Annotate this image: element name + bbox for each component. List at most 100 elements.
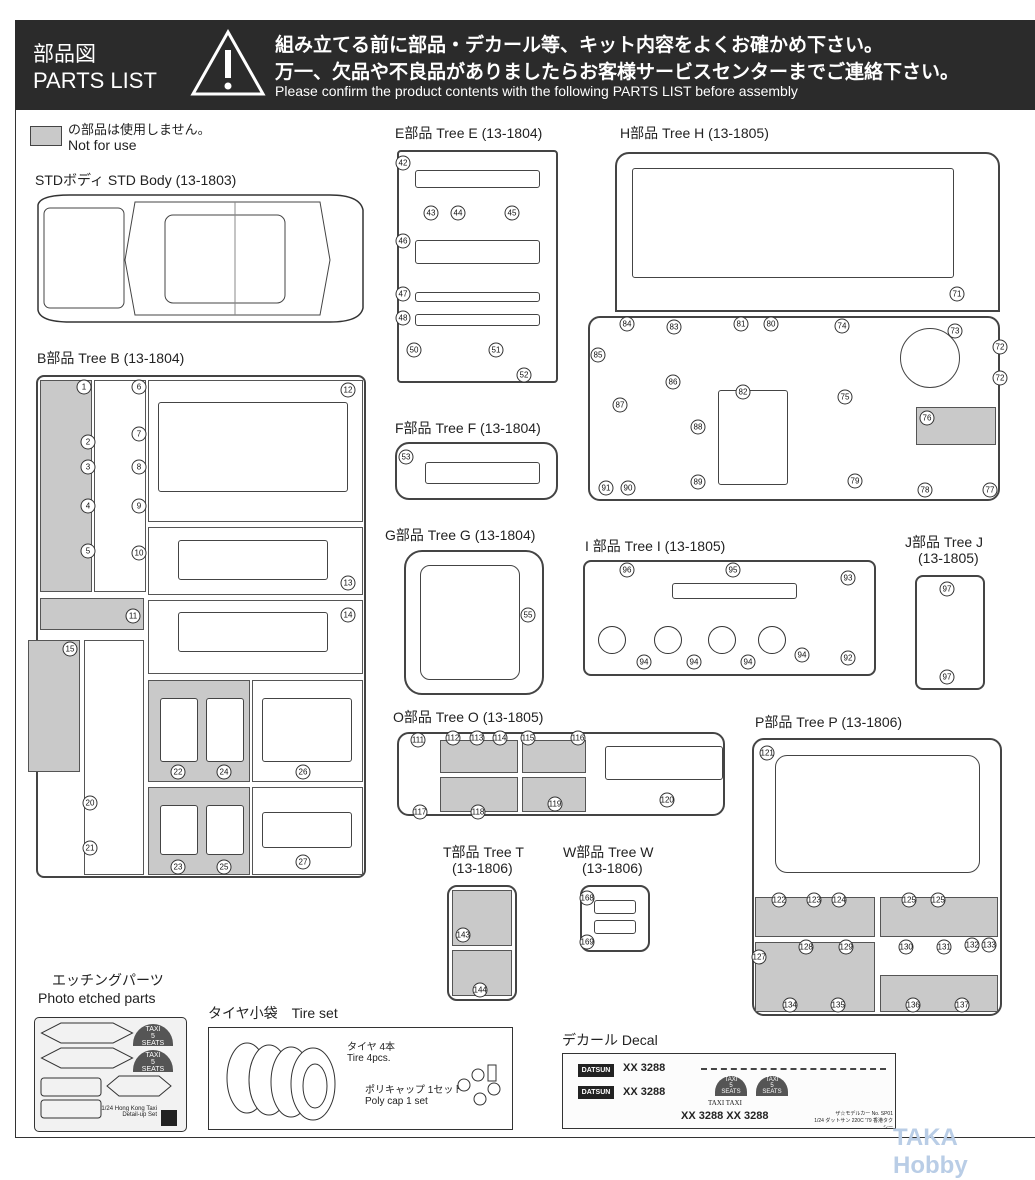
tire-jp: タイヤ 4本 [347, 1042, 396, 1053]
tree-b-cell [84, 640, 144, 875]
tree-j-title: J部品 Tree J [905, 534, 984, 550]
warning-jp-2: 万一、欠品や不良品がありましたらお客様サービスセンターまでご連絡下さい。 [275, 62, 960, 83]
title-en: PARTS LIST [33, 68, 157, 93]
watermark: TAKA Hobby [893, 1124, 968, 1179]
tree-o-unused-area [440, 777, 518, 812]
part-seat [160, 698, 198, 762]
part-number: 96 [619, 562, 635, 578]
etched-title-jp: エッチングパーツ [52, 972, 164, 988]
part-rear-seat [262, 698, 352, 762]
decal-stripes [701, 1068, 886, 1070]
tree-e-title: E部品 Tree E (13-1804) [395, 125, 543, 141]
part-number: 113 [469, 730, 485, 746]
part-number: 127 [751, 949, 767, 965]
part-number: 133 [981, 937, 997, 953]
part-bumper [415, 292, 540, 302]
part-number: 45 [504, 205, 520, 221]
part-number: 23 [170, 859, 186, 875]
part-number: 131 [936, 939, 952, 955]
tree-i-title: I 部品 Tree I (13-1805) [585, 538, 726, 554]
not-for-use-swatch [30, 126, 62, 146]
part-number: 132 [964, 937, 980, 953]
part-suspension [718, 390, 788, 485]
decal-title: デカール Decal [562, 1032, 658, 1048]
part-number: 86 [665, 374, 681, 390]
warning-jp-1: 組み立てる前に部品・デカール等、キット内容をよくお確かめ下さい。 [275, 35, 884, 56]
page-frame [15, 20, 1035, 1138]
part-number: 128 [798, 939, 814, 955]
etched-title-en: Photo etched parts [38, 990, 156, 1006]
part-number: 46 [395, 233, 411, 249]
tree-p-unused-area [880, 975, 998, 1012]
tree-t-code: (13-1806) [452, 860, 513, 876]
part-number: 22 [170, 764, 186, 780]
part-number: 5 [80, 543, 96, 559]
tree-f-title: F部品 Tree F (13-1804) [395, 420, 541, 436]
part-number: 76 [919, 410, 935, 426]
part-number: 12 [340, 382, 356, 398]
part-number: 42 [395, 155, 411, 171]
tree-b-title: B部品 Tree B (13-1804) [37, 350, 185, 366]
part-number: 21 [82, 840, 98, 856]
part-number: 25 [216, 859, 232, 875]
decal-datsun-logo: DATSUN [578, 1064, 614, 1077]
badge-top: TAXI [724, 1077, 738, 1083]
part-grille [415, 240, 540, 264]
part-wheel [598, 626, 626, 654]
part-number: 94 [740, 654, 756, 670]
decal-maker-2: 1/24 ダットサン 220C '79 香港タクシー [814, 1118, 893, 1131]
part-rear-shelf [262, 812, 352, 848]
part-windows [775, 755, 980, 873]
part-number: 27 [295, 854, 311, 870]
badge-top: TAXI [765, 1077, 779, 1083]
legend-en: Not for use [68, 137, 137, 153]
tree-g-title: G部品 Tree G (13-1804) [385, 527, 536, 543]
part-number: 121 [759, 745, 775, 761]
tree-t-title: T部品 Tree T [443, 844, 524, 860]
part-dashboard [605, 746, 723, 780]
part-number: 75 [837, 389, 853, 405]
part-number: 11 [125, 608, 141, 624]
tree-p-unused-area [755, 942, 875, 1012]
decal-datsun-logo: DATSUN [578, 1086, 614, 1099]
part-number: 144 [472, 982, 488, 998]
part-number: 85 [590, 347, 606, 363]
part-number: 89 [690, 474, 706, 490]
part-number: 77 [982, 482, 998, 498]
part-number: 88 [690, 419, 706, 435]
decal-taxi-text: TAXI TAXI [708, 1099, 742, 1107]
part-number: 168 [579, 890, 595, 906]
badge-top: TAXI [145, 1026, 161, 1033]
tree-o-unused-area [522, 740, 586, 773]
part-number: 84 [619, 316, 635, 332]
badge-bottom: SEATS [762, 1089, 782, 1095]
badge-bottom: SEATS [721, 1089, 741, 1095]
part-number: 52 [516, 367, 532, 383]
tree-i-frame [583, 560, 876, 676]
part-number: 6 [131, 379, 147, 395]
badge-bottom: SEATS [141, 1066, 165, 1073]
part-number: 93 [840, 570, 856, 586]
decal-plate: XX 3288 [623, 1086, 666, 1098]
badge-num: 5 [151, 1033, 155, 1040]
part-seat [206, 698, 244, 762]
part-number: 119 [547, 796, 563, 812]
tree-o-unused-area [440, 740, 518, 773]
part-number: 129 [838, 939, 854, 955]
etched-caption-1: 1/24 Hong Kong Taxi [101, 1106, 157, 1112]
warning-icon [190, 28, 266, 96]
tree-b-unused-area [28, 640, 80, 772]
part-wheel [654, 626, 682, 654]
part-number: 124 [831, 892, 847, 908]
part-number: 117 [412, 804, 428, 820]
badge-top: TAXI [145, 1052, 161, 1059]
part-number: 53 [398, 449, 414, 465]
part-number: 116 [570, 730, 586, 746]
part-number: 114 [492, 730, 508, 746]
etched-shapes [40, 1022, 172, 1119]
